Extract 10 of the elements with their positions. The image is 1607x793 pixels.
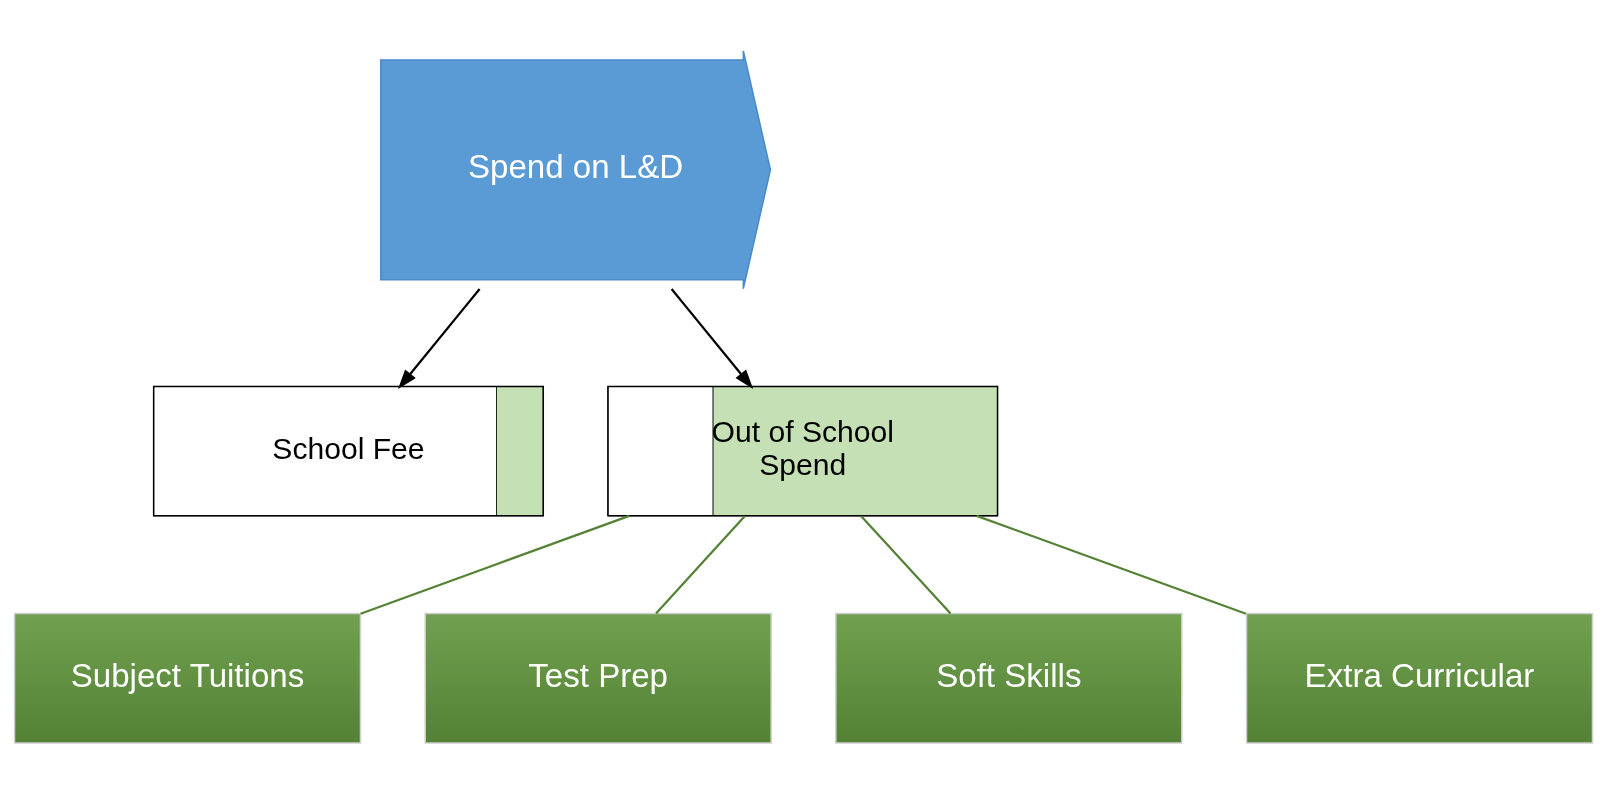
connector xyxy=(360,514,630,615)
arrow xyxy=(670,287,754,389)
node-box: Soft Skills xyxy=(835,612,1183,744)
connector xyxy=(655,515,746,614)
node-box: Extra Curricular xyxy=(1245,612,1594,744)
connector xyxy=(976,514,1247,615)
arrow xyxy=(398,287,481,389)
node-box: Subject Tuitions xyxy=(13,612,362,744)
node-box: Test Prep xyxy=(424,612,772,744)
connector xyxy=(860,515,952,614)
